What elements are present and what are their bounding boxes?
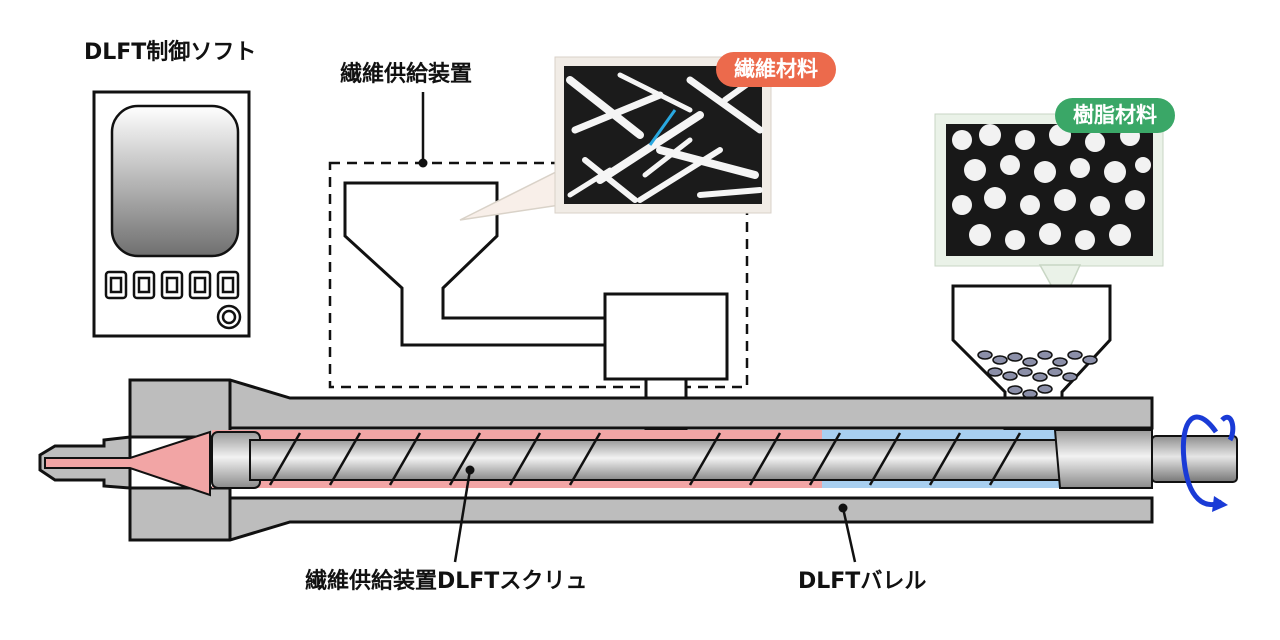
- controller-device-icon: [92, 90, 251, 338]
- fiber-photo: [554, 56, 772, 214]
- feeder-label: 繊維供給装置: [340, 62, 473, 87]
- software-label: DLFT制御ソフト: [84, 40, 257, 65]
- rotation-arrow-icon: [1180, 414, 1236, 512]
- barrel-label: DLFTバレル: [798, 569, 927, 594]
- screw-leader-line: [453, 469, 472, 563]
- barrel-top: [128, 378, 1154, 439]
- resin-material-badge: 樹脂材料: [1055, 98, 1175, 133]
- nozzle-melt: [44, 430, 211, 497]
- screw-rear: [1053, 429, 1153, 489]
- feeder-dashed-outline: [328, 161, 749, 389]
- fiber-material-badge: 繊維材料: [716, 52, 836, 87]
- resin-photo: [934, 113, 1164, 267]
- barrel-bottom: [128, 486, 1154, 542]
- screw-label: 繊維供給装置DLFTスクリュ: [305, 569, 588, 594]
- barrel-leader-line: [841, 507, 857, 563]
- feeder-unit: [603, 292, 729, 381]
- screw-flights: [268, 432, 1022, 486]
- drive-shaft: [1151, 435, 1238, 483]
- screw-shaft: [249, 439, 1081, 481]
- feeder-leader-dot: [418, 158, 428, 168]
